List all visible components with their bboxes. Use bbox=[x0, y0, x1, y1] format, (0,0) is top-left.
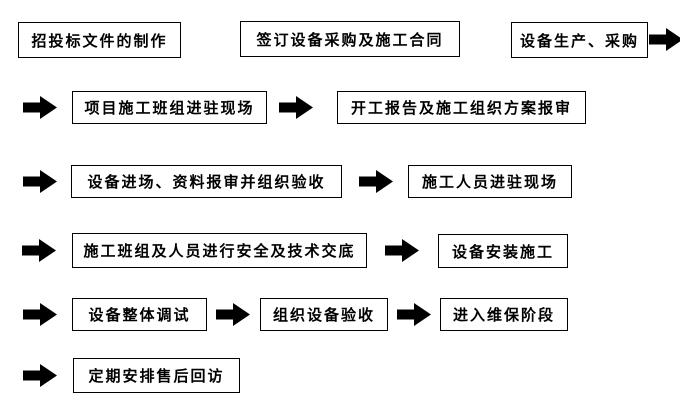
right-arrow-icon bbox=[23, 364, 57, 387]
right-arrow-icon bbox=[22, 239, 56, 262]
node-maintenance-phase: 进入维保阶段 bbox=[440, 298, 568, 331]
node-sign-contract: 签订设备采购及施工合同 bbox=[240, 21, 460, 57]
node-start-report: 开工报告及施工组织方案报审 bbox=[337, 91, 586, 124]
right-arrow-icon bbox=[359, 170, 393, 193]
node-team-on-site: 项目施工班组进驻现场 bbox=[72, 91, 267, 124]
right-arrow-icon bbox=[649, 28, 680, 51]
node-equipment-install: 设备安装施工 bbox=[438, 234, 568, 268]
node-acceptance: 组织设备验收 bbox=[260, 298, 388, 331]
node-after-sales-visit: 定期安排售后回访 bbox=[73, 358, 240, 393]
node-bidding-docs: 招投标文件的制作 bbox=[18, 22, 181, 58]
node-overall-debug: 设备整体调试 bbox=[72, 298, 207, 331]
right-arrow-icon bbox=[279, 96, 313, 119]
node-personnel-on-site: 施工人员进驻现场 bbox=[408, 165, 572, 198]
node-equipment-arrival: 设备进场、资料报审并组织验收 bbox=[71, 165, 342, 198]
right-arrow-icon bbox=[23, 96, 57, 119]
right-arrow-icon bbox=[216, 303, 250, 326]
node-equipment-production: 设备生产、采购 bbox=[511, 22, 648, 58]
right-arrow-icon bbox=[23, 303, 57, 326]
right-arrow-icon bbox=[385, 239, 419, 262]
node-safety-briefing: 施工班组及人员进行安全及技术交底 bbox=[72, 233, 367, 268]
right-arrow-icon bbox=[397, 303, 431, 326]
right-arrow-icon bbox=[23, 170, 57, 193]
